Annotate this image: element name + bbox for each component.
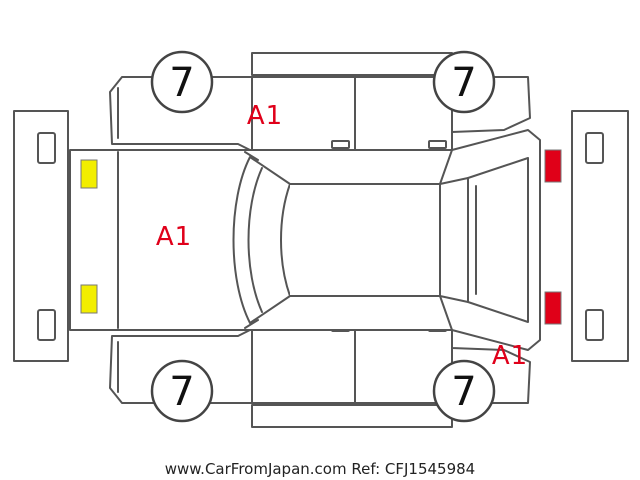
left-side-view bbox=[109, 52, 531, 151]
headlight-top bbox=[80, 159, 98, 189]
rear-bumper bbox=[571, 110, 629, 362]
front-bumper bbox=[13, 110, 69, 362]
wheel-front-left: 7 bbox=[150, 50, 214, 114]
wheel-front-right: 7 bbox=[150, 359, 214, 423]
top-view-body bbox=[69, 129, 541, 351]
wheel-rear-right-grade: 7 bbox=[451, 369, 476, 415]
taillight-bottom bbox=[544, 291, 562, 325]
headlight-bottom bbox=[80, 284, 98, 314]
damage-mark-roof-front-left: A1 bbox=[247, 101, 283, 131]
damage-mark-rear-right: A1 bbox=[492, 341, 528, 371]
wheel-rear-left: 7 bbox=[432, 50, 496, 114]
taillight-top bbox=[544, 149, 562, 183]
wheel-front-left-grade: 7 bbox=[169, 60, 194, 106]
damage-mark-hood: A1 bbox=[156, 222, 192, 252]
wheel-front-right-grade: 7 bbox=[169, 369, 194, 415]
watermark-text: www.CarFromJapan.com Ref: CFJ1545984 bbox=[165, 460, 475, 478]
wheel-rear-right: 7 bbox=[432, 359, 496, 423]
wheel-rear-left-grade: 7 bbox=[451, 60, 476, 106]
